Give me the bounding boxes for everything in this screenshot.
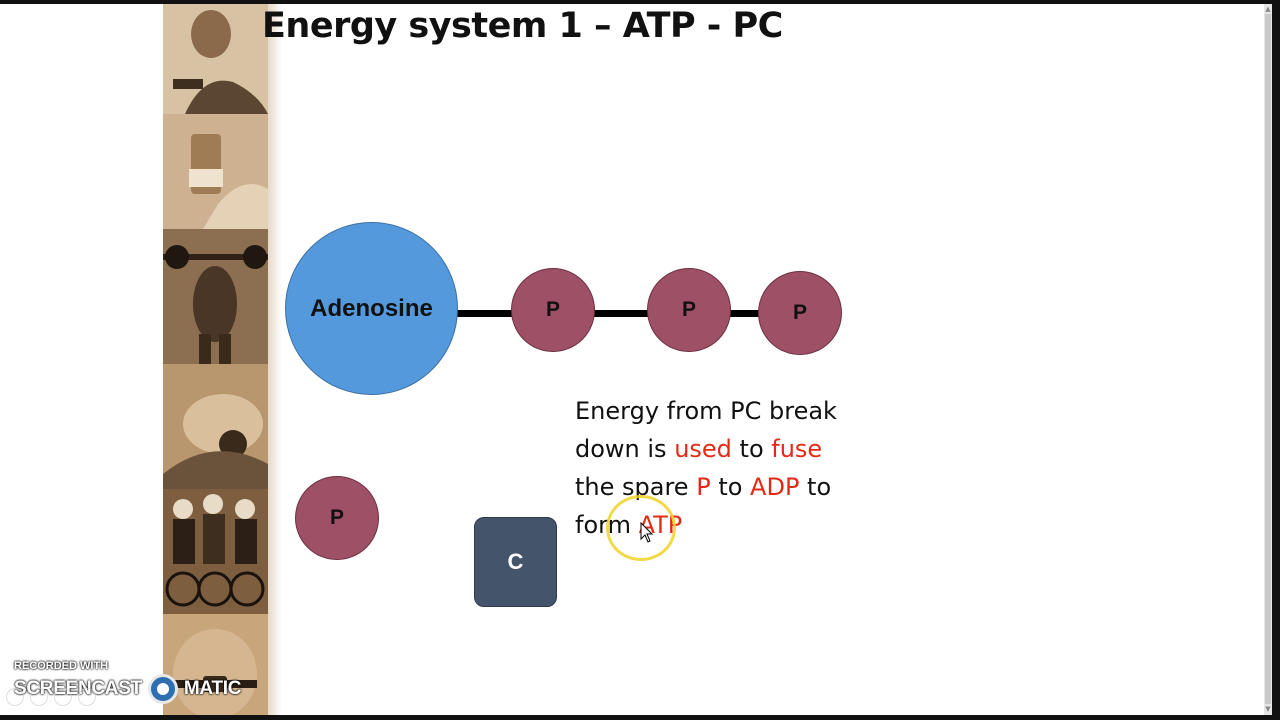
phosphate-circle-3: P: [758, 271, 842, 355]
phosphate-bond-line: [455, 310, 835, 317]
frame-right-border: [1272, 0, 1280, 720]
photo-strip: [163, 4, 268, 715]
phosphate-label: P: [545, 298, 560, 321]
explanation-line-2: down is used to fuse: [575, 430, 895, 468]
screencast-watermark: RECORDED WITH SCREENCAST MATIC: [14, 660, 241, 704]
slide-title: Energy system 1 – ATP - PC: [262, 6, 783, 46]
rewind-icon[interactable]: [6, 688, 24, 706]
scrollbar-thumb[interactable]: [1265, 14, 1271, 704]
adenosine-circle: Adenosine: [285, 222, 458, 395]
text-segment: to: [731, 435, 772, 463]
watermark-matic: MATIC: [183, 678, 242, 699]
highlight-used: used: [674, 435, 732, 463]
sports-photo-collage: [163, 4, 268, 715]
mouse-pointer-icon: [640, 522, 654, 543]
cursor-highlight-ring: [606, 495, 676, 561]
phosphate-label: P: [681, 298, 696, 321]
text-segment: down is: [575, 435, 675, 463]
highlight-p: P: [696, 473, 711, 501]
frame-top-border: [0, 0, 1280, 4]
text-segment: to: [710, 473, 751, 501]
creatine-label: C: [507, 549, 524, 574]
explanation-line-1: Energy from PC break: [575, 397, 837, 425]
explanation-text: Energy from PC break down is used to fus…: [575, 392, 895, 544]
spare-phosphate-circle: P: [295, 476, 379, 560]
explanation-line-3: the spare P to ADP to: [575, 468, 895, 506]
spare-phosphate-label: P: [329, 506, 344, 529]
player-controls: [6, 688, 96, 706]
highlight-fuse: fuse: [771, 435, 823, 463]
highlight-adp: ADP: [750, 473, 800, 501]
phosphate-label: P: [792, 301, 807, 324]
phosphate-circle-1: P: [511, 268, 595, 352]
settings-icon[interactable]: [78, 688, 96, 706]
watermark-recorded-with: RECORDED WITH: [14, 660, 109, 672]
frame-bottom-border: [0, 715, 1280, 720]
phosphate-circle-2: P: [647, 268, 731, 352]
photo-strip-fade: [268, 4, 282, 715]
adenosine-label: Adenosine: [310, 294, 433, 322]
creatine-box: C: [474, 517, 557, 607]
text-segment: to: [799, 473, 832, 501]
play-icon[interactable]: [30, 688, 48, 706]
scroll-up-arrow-icon[interactable]: ▲: [1265, 5, 1271, 13]
screencast-logo-icon: [147, 674, 178, 704]
scroll-down-arrow-icon[interactable]: ▼: [1265, 705, 1271, 713]
forward-icon[interactable]: [54, 688, 72, 706]
